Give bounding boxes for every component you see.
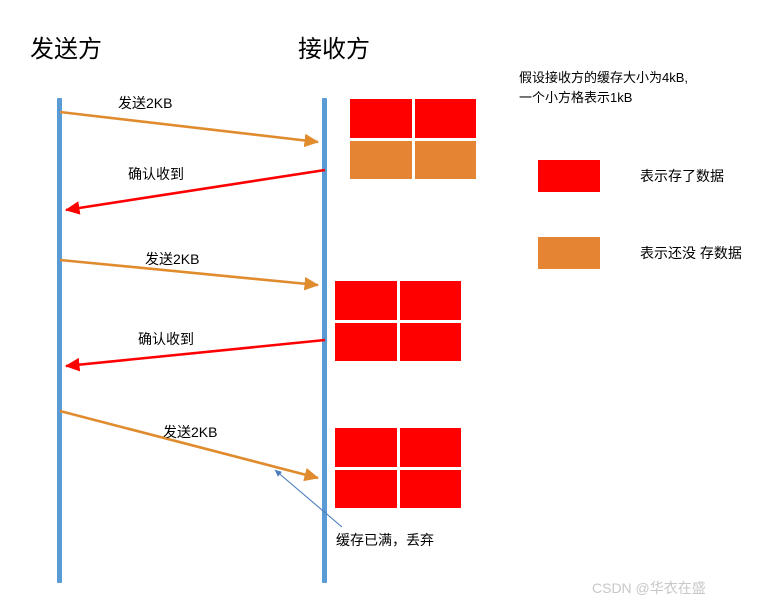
buffer-cell (414, 140, 476, 179)
receiver-buffer-3 (335, 428, 461, 508)
legend-label-unstored: 表示还没 存数据 (640, 245, 742, 261)
drop-pointer-arrow (274, 469, 343, 528)
message-label-4: 确认收到 (138, 331, 194, 347)
buffer-cell (335, 469, 397, 508)
buffer-cell (335, 322, 397, 361)
buffer-cell (399, 469, 461, 508)
sender-lifeline (57, 98, 62, 583)
buffer-cell (335, 281, 397, 320)
message-label-1: 发送2KB (118, 95, 173, 111)
buffer-cell (399, 322, 461, 361)
receiver-buffer-2 (335, 281, 461, 361)
legend-label-stored: 表示存了数据 (640, 168, 724, 184)
buffer-cell (350, 140, 412, 179)
drop-annotation-label: 缓存已满，丢弃 (336, 532, 434, 548)
message-label-3: 发送2KB (145, 251, 200, 267)
buffer-cell (399, 428, 461, 467)
receiver-lifeline (322, 98, 327, 583)
receiver-buffer-1 (350, 99, 476, 179)
legend-item-unstored: 表示还没 存数据 (538, 237, 742, 269)
buffer-cell (414, 99, 476, 138)
sender-title: 发送方 (30, 36, 102, 63)
assumption-note-line-1: 假设接收方的缓存大小为4kB, (519, 70, 689, 85)
arrow-send-1 (59, 110, 320, 148)
legend-swatch-unstored (538, 237, 600, 269)
watermark: CSDN @华衣在盛 (592, 580, 706, 596)
message-label-5: 发送2KB (163, 424, 218, 440)
buffer-cell (350, 99, 412, 138)
buffer-cell (335, 428, 397, 467)
arrow-ack-2 (64, 338, 326, 372)
message-label-2: 确认收到 (128, 166, 184, 182)
arrow-send-3 (59, 409, 320, 482)
legend-swatch-stored (538, 160, 600, 192)
arrow-ack-1 (64, 168, 326, 215)
receiver-title: 接收方 (298, 36, 370, 63)
assumption-note-line-2: 一个小方格表示1kB (519, 90, 633, 106)
legend-item-stored: 表示存了数据 (538, 160, 724, 192)
buffer-cell (399, 281, 461, 320)
assumption-note: 假设接收方的缓存大小为4kB, 一个小方格表示1kB (519, 68, 751, 108)
